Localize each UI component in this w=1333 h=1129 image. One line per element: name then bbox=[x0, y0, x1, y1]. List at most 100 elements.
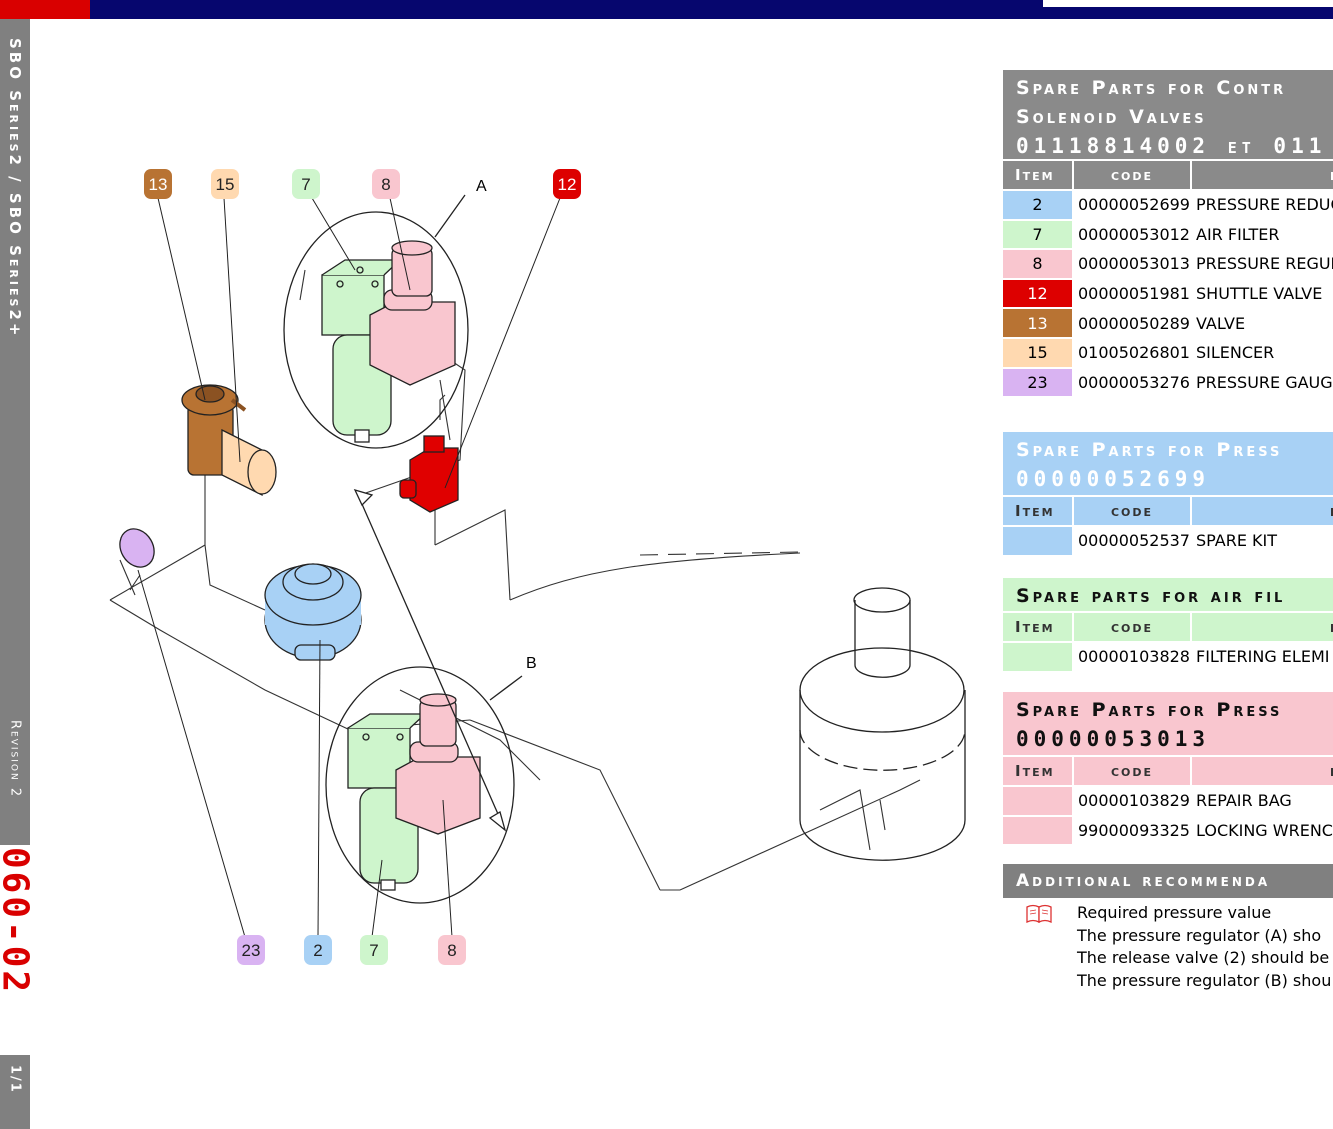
column-item: Item bbox=[1003, 613, 1074, 641]
item-cell: 15 bbox=[1003, 338, 1074, 367]
column-code: code bbox=[1074, 161, 1192, 189]
recommendation-line: The pressure regulator (A) sho bbox=[1077, 925, 1322, 945]
pressure-reducer-title-2: 00000052699 bbox=[1016, 467, 1211, 491]
column-description: de bbox=[1192, 497, 1333, 525]
shuttle-valve bbox=[399, 435, 459, 513]
pressure-regulator-table: Spare Parts for Press 00000053013 Item c… bbox=[1003, 692, 1333, 846]
group-b-outline bbox=[325, 666, 515, 904]
description-cell: SILENCER bbox=[1196, 343, 1275, 363]
callout-label: 8 bbox=[447, 941, 456, 960]
callout-label: 7 bbox=[369, 941, 378, 960]
control-column-header: Item code de bbox=[1003, 159, 1333, 189]
description-cell: PRESSURE REGUL bbox=[1196, 254, 1333, 274]
flow-arrow bbox=[357, 494, 506, 831]
pressure-gauge bbox=[119, 528, 155, 568]
description-cell: FILTERING ELEMI bbox=[1196, 647, 1330, 667]
top-bar bbox=[0, 0, 1333, 19]
item-cell: 8 bbox=[1003, 250, 1074, 278]
callout-label: 7 bbox=[301, 175, 310, 194]
item-cell bbox=[1003, 816, 1074, 845]
pressure-regulator-title-1: Spare Parts for Press bbox=[1016, 699, 1283, 721]
description-cell: PRESSURE GAUG bbox=[1196, 372, 1333, 392]
column-description: de bbox=[1192, 161, 1333, 189]
group-a-outline bbox=[283, 211, 469, 449]
item-cell: 12 bbox=[1003, 279, 1074, 308]
callout-8: 8 bbox=[372, 169, 400, 199]
description-cell: VALVE bbox=[1196, 313, 1246, 333]
recommendation-line: The pressure regulator (B) shou bbox=[1077, 970, 1332, 990]
control-table-header: Spare Parts for Contr Solenoid Valves 01… bbox=[1003, 70, 1333, 159]
column-item: Item bbox=[1003, 161, 1074, 189]
callout-label: 2 bbox=[313, 941, 322, 960]
control-title-1: Spare Parts for Contr bbox=[1016, 77, 1287, 99]
code-cell: 00000103829 bbox=[1078, 791, 1190, 811]
revision-label: Revision 2 bbox=[7, 720, 23, 799]
pressure-regulator-column-header: Item code de bbox=[1003, 755, 1333, 785]
item-cell bbox=[1003, 643, 1074, 671]
callout-label: 12 bbox=[558, 175, 577, 194]
item-cell: 2 bbox=[1003, 191, 1074, 219]
column-item: Item bbox=[1003, 497, 1074, 525]
callout-label: 23 bbox=[242, 941, 261, 960]
item-cell: 23 bbox=[1003, 368, 1074, 397]
description-cell: SHUTTLE VALVE bbox=[1196, 284, 1323, 304]
column-code: code bbox=[1074, 613, 1192, 641]
air-filter-header: Spare parts for air fil bbox=[1003, 578, 1333, 611]
code-cell: 00000052699 bbox=[1078, 195, 1190, 215]
pressure-reducer-rows: 00000052537 SPARE KIT bbox=[1003, 525, 1333, 555]
callout-12: 12 bbox=[553, 169, 581, 199]
pipe-network bbox=[109, 269, 921, 891]
code-cell: 00000050289 bbox=[1078, 313, 1190, 333]
leader-a bbox=[434, 194, 466, 238]
air-filter-table: Spare parts for air fil Item code de 000… bbox=[1003, 578, 1333, 672]
item-cell bbox=[1003, 527, 1074, 555]
leader-b bbox=[489, 675, 523, 701]
page-number: 1/1 bbox=[7, 1065, 23, 1094]
column-item: Item bbox=[1003, 757, 1074, 785]
control-parts-table: Spare Parts for Contr Solenoid Valves 01… bbox=[1003, 70, 1333, 402]
callout-15: 15 bbox=[211, 169, 239, 199]
recommendations-header: Additional recommenda bbox=[1003, 864, 1333, 898]
pressure-reducer bbox=[264, 563, 362, 661]
arrow-head-top bbox=[353, 488, 374, 507]
code-cell: 00000053013 bbox=[1078, 254, 1190, 274]
description-cell: SPARE KIT bbox=[1196, 531, 1278, 551]
code-cell: 01005026801 bbox=[1078, 343, 1190, 363]
code-cell: 00000053276 bbox=[1078, 372, 1190, 392]
description-cell: REPAIR BAG bbox=[1196, 791, 1292, 811]
top-bar-gap bbox=[1043, 0, 1333, 7]
tank bbox=[799, 587, 966, 861]
callout-label: 15 bbox=[216, 175, 235, 194]
pressure-reducer-column-header: Item code de bbox=[1003, 495, 1333, 525]
letter-b: B bbox=[526, 655, 537, 672]
control-title-2: Solenoid Valves bbox=[1016, 106, 1207, 128]
callout-7: 7 bbox=[292, 169, 320, 199]
book-icon bbox=[1026, 904, 1052, 924]
item-cell bbox=[1003, 787, 1074, 815]
callout-23: 23 bbox=[237, 935, 265, 965]
top-bar-accent bbox=[0, 0, 90, 19]
callout-label: 8 bbox=[381, 175, 390, 194]
doc-number: 060-02 bbox=[0, 845, 36, 1055]
recommendation-line: Required pressure value bbox=[1077, 903, 1272, 922]
column-code: code bbox=[1074, 757, 1192, 785]
code-cell: 00000052537 bbox=[1078, 531, 1190, 551]
code-cell: 00000051981 bbox=[1078, 284, 1190, 304]
pressure-regulator-b bbox=[395, 693, 481, 835]
series-label: SBO Series2 / SBO Series2+ bbox=[6, 38, 24, 339]
